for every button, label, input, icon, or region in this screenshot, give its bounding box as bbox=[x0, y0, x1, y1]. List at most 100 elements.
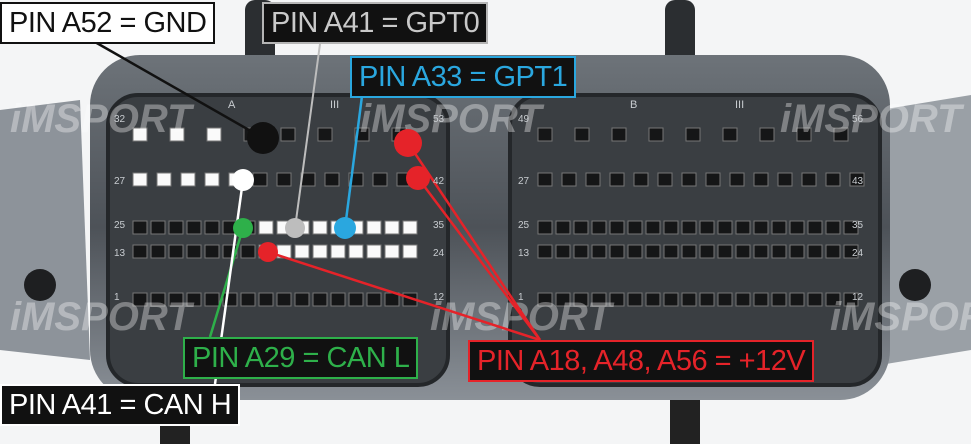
connector-pin bbox=[168, 292, 184, 307]
connector-pin bbox=[753, 220, 769, 235]
pin-number: 13 bbox=[518, 248, 530, 259]
pin-marker-a48-12v bbox=[406, 166, 430, 190]
connector-pin bbox=[789, 220, 805, 235]
connector-pin bbox=[648, 127, 664, 142]
connector-pin bbox=[312, 220, 328, 235]
connector-pin bbox=[722, 127, 738, 142]
connector-pin bbox=[186, 292, 202, 307]
pin-number: 35 bbox=[852, 220, 864, 231]
connector-pin bbox=[801, 172, 817, 187]
connector-pin bbox=[168, 220, 184, 235]
connector-pin bbox=[324, 172, 340, 187]
connector-pin bbox=[366, 244, 382, 259]
connector-pin bbox=[609, 244, 625, 259]
connector-pin bbox=[849, 172, 865, 187]
connector-pin bbox=[537, 244, 553, 259]
connector-pin bbox=[169, 127, 185, 142]
pin-marker-a18-12v bbox=[258, 242, 278, 262]
connector-pin bbox=[789, 244, 805, 259]
connector-pin bbox=[825, 244, 841, 259]
pin-marker-a29-can-l bbox=[233, 218, 253, 238]
connector-pin bbox=[729, 172, 745, 187]
connector-pin bbox=[294, 292, 310, 307]
connector-pin bbox=[317, 127, 333, 142]
connector-pin bbox=[771, 244, 787, 259]
connector-pin bbox=[807, 292, 823, 307]
connector-pin bbox=[825, 220, 841, 235]
connector-pin bbox=[843, 244, 859, 259]
housing-flange-left bbox=[0, 100, 90, 360]
pin-marker-a41-gpt0 bbox=[285, 218, 305, 238]
watermark: iMSPORT bbox=[10, 295, 195, 339]
pin-number: 1 bbox=[518, 292, 524, 303]
mounting-post bbox=[670, 395, 700, 444]
connector-pin bbox=[753, 244, 769, 259]
pin-number: 12 bbox=[852, 292, 864, 303]
connector-pin bbox=[657, 172, 673, 187]
connector-pin bbox=[699, 292, 715, 307]
connector-pin bbox=[186, 244, 202, 259]
connector-pin bbox=[573, 220, 589, 235]
connector-block-a bbox=[106, 93, 450, 387]
connector-pin bbox=[681, 220, 697, 235]
connector-pin bbox=[717, 220, 733, 235]
watermark: iMSPORT bbox=[10, 97, 195, 141]
pin-number: 24 bbox=[433, 248, 445, 259]
housing-flange-right bbox=[880, 95, 971, 365]
label-a33-gpt1: PIN A33 = GPT1 bbox=[350, 56, 577, 98]
pin-number: 27 bbox=[518, 176, 530, 187]
connector-pin bbox=[330, 292, 346, 307]
connector-pin bbox=[204, 292, 220, 307]
connector-pin bbox=[537, 172, 553, 187]
plus12v-leader-lines bbox=[267, 142, 542, 342]
connector-pin bbox=[150, 292, 166, 307]
pin-number: 43 bbox=[852, 176, 864, 187]
canl-leader-line bbox=[208, 227, 245, 338]
pin-marker-can-h bbox=[232, 169, 254, 191]
connector-pin bbox=[681, 244, 697, 259]
label-a29-can-l: PIN A29 = CAN L bbox=[183, 337, 419, 379]
connector-pin bbox=[312, 292, 328, 307]
connector-pin bbox=[240, 244, 256, 259]
connector-pin bbox=[843, 292, 859, 307]
connector-pin bbox=[645, 244, 661, 259]
connector-pin bbox=[348, 244, 364, 259]
label-a41-gpt0: PIN A41 = GPT0 bbox=[262, 2, 489, 44]
pin-number: 25 bbox=[518, 220, 530, 231]
pin-number: 32 bbox=[114, 114, 126, 125]
connector-pin bbox=[573, 244, 589, 259]
pin-number: 35 bbox=[433, 220, 445, 231]
connector-pin bbox=[312, 244, 328, 259]
connector-pin bbox=[280, 127, 296, 142]
connector-pin bbox=[591, 220, 607, 235]
connector-pin bbox=[180, 172, 196, 187]
connector-pin bbox=[204, 220, 220, 235]
connector-pin bbox=[789, 292, 805, 307]
connector-pin bbox=[132, 172, 148, 187]
connector-pin bbox=[372, 172, 388, 187]
connector-pin bbox=[537, 292, 553, 307]
connector-pin bbox=[771, 292, 787, 307]
connector-pin bbox=[240, 292, 256, 307]
connector-pin bbox=[699, 220, 715, 235]
connector-pin bbox=[206, 127, 222, 142]
connector-pin bbox=[591, 292, 607, 307]
connector-pin bbox=[753, 292, 769, 307]
connector-pin bbox=[796, 127, 812, 142]
connector-pin bbox=[681, 292, 697, 307]
connector-pin bbox=[627, 244, 643, 259]
connector-pin bbox=[825, 172, 841, 187]
connector-pin bbox=[384, 220, 400, 235]
connector-pin bbox=[555, 220, 571, 235]
connector-pin bbox=[402, 244, 418, 259]
pin-number: 12 bbox=[433, 292, 445, 303]
connector-pin bbox=[537, 127, 553, 142]
watermark: iMSPORT bbox=[360, 97, 545, 141]
connector-pin bbox=[735, 292, 751, 307]
connector-pin bbox=[294, 244, 310, 259]
connector-pin bbox=[609, 172, 625, 187]
pin-number: 56 bbox=[852, 114, 864, 125]
connector-block-b bbox=[508, 93, 882, 387]
connector-pin bbox=[681, 172, 697, 187]
connector-pin bbox=[609, 220, 625, 235]
